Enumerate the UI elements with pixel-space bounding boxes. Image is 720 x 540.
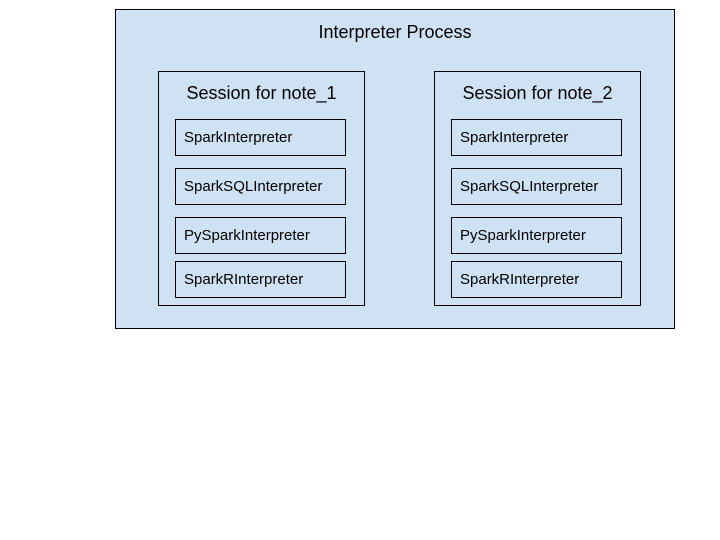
session-note-1-title: Session for note_1 bbox=[186, 83, 337, 103]
session-2-spark-interpreter: SparkInterpreter bbox=[451, 119, 622, 156]
interpreter-process-box: Interpreter Process Session for note_1 S… bbox=[115, 9, 675, 329]
interpreter-process-title: Interpreter Process bbox=[318, 22, 472, 42]
session-2-sparksql-interpreter: SparkSQLInterpreter bbox=[451, 168, 622, 205]
session-note-1-box: Session for note_1 SparkInterpreter Spar… bbox=[158, 71, 365, 306]
session-note-2-box: Session for note_2 SparkInterpreter Spar… bbox=[434, 71, 641, 306]
session-1-spark-interpreter: SparkInterpreter bbox=[175, 119, 346, 156]
session-1-sparkr-interpreter: SparkRInterpreter bbox=[175, 261, 346, 298]
session-2-sparkr-interpreter: SparkRInterpreter bbox=[451, 261, 622, 298]
session-note-2-title: Session for note_2 bbox=[462, 83, 613, 103]
session-1-pyspark-interpreter: PySparkInterpreter bbox=[175, 217, 346, 254]
session-2-pyspark-interpreter: PySparkInterpreter bbox=[451, 217, 622, 254]
session-1-sparksql-interpreter: SparkSQLInterpreter bbox=[175, 168, 346, 205]
